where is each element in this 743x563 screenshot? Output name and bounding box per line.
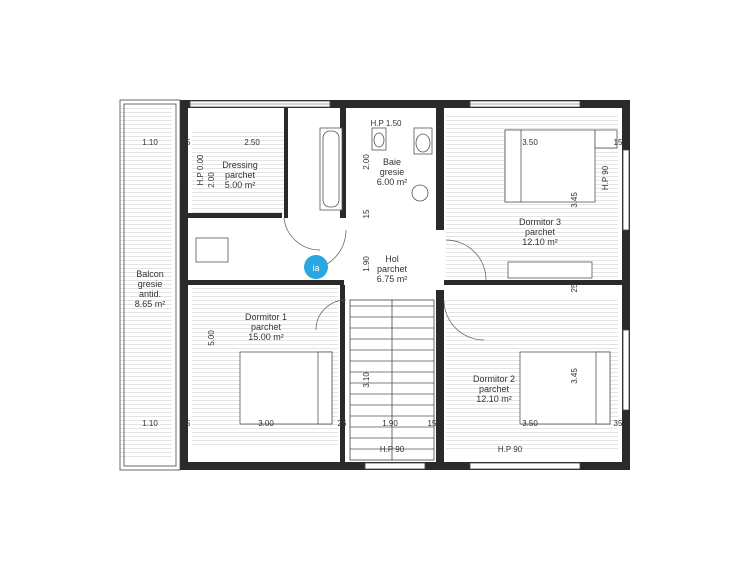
dim-350-top: 3.50 [522, 138, 538, 147]
dim-35: 35 [614, 419, 623, 428]
interior-walls [180, 100, 622, 462]
dim-15-bottom-left: 15 [182, 419, 191, 428]
room-dormitor2-name: Dormitor 2 [473, 374, 515, 384]
dim-345-top: 3.45 [570, 192, 579, 208]
dim-hp000: H.P 0.00 [196, 154, 205, 186]
doors [283, 217, 487, 341]
dim-345-bottom: 3.45 [570, 368, 579, 384]
dim-15-top-left: 15 [182, 138, 191, 147]
dim-hp90-bottom-right: H.P 90 [498, 445, 523, 454]
room-balcon-finish2: antid. [139, 289, 161, 299]
room-dormitor3-area: 12.10 m² [522, 237, 558, 247]
room-dormitor3-name: Dormitor 3 [519, 217, 561, 227]
dim-hp90-right: H.P 90 [601, 165, 610, 190]
dim-110-top: 1.10 [142, 138, 158, 147]
room-balcon-finish: gresie [138, 279, 163, 289]
dim-25-right: 25 [570, 283, 579, 292]
room-hol-area: 6.75 m² [377, 274, 408, 284]
svg-text:ia: ia [312, 263, 319, 273]
room-baie-finish: gresie [380, 167, 405, 177]
room-baie-name: Baie [383, 157, 401, 167]
furniture [195, 129, 618, 425]
dim-15-bottom-mid: 15 [428, 419, 437, 428]
staircase [349, 299, 435, 461]
dim-hp150: H.P 1.50 [371, 119, 403, 128]
room-dressing-finish: parchet [225, 170, 256, 180]
dim-25-bottom: 25 [338, 419, 347, 428]
dimension-labels: H.P 1.50 1.10 15 2.50 3.50 15 H.P 0.00 2… [142, 119, 623, 454]
room-dormitor1-area: 15.00 m² [248, 332, 284, 342]
room-hol-name: Hol [385, 254, 399, 264]
dim-190-horizontal: 1.90 [382, 419, 398, 428]
room-dressing-name: Dressing [222, 160, 258, 170]
dim-200-bath: 2.00 [362, 154, 371, 170]
room-hol-finish: parchet [377, 264, 408, 274]
bathroom-fixtures [319, 127, 433, 211]
room-baie-area: 6.00 m² [377, 177, 408, 187]
room-balcon-name: Balcon [136, 269, 164, 279]
room-dormitor1-name: Dormitor 1 [245, 312, 287, 322]
dim-200-dressing: 2.00 [207, 172, 216, 188]
dim-350-bottom: 3.50 [522, 419, 538, 428]
dim-190-vertical: 1.90 [362, 256, 371, 272]
room-dormitor2-finish: parchet [479, 384, 510, 394]
room-dormitor1-finish: parchet [251, 322, 282, 332]
dim-500: 5.00 [207, 330, 216, 346]
dim-300: 3.00 [258, 419, 274, 428]
dim-hp90-bottom-left: H.P 90 [380, 445, 405, 454]
dim-15-hall: 15 [362, 209, 371, 218]
room-dormitor2-area: 12.10 m² [476, 394, 512, 404]
windows [189, 100, 630, 470]
room-dormitor3-finish: parchet [525, 227, 556, 237]
dim-110-bottom: 1.10 [142, 419, 158, 428]
dim-250: 2.50 [244, 138, 260, 147]
dim-15-top-right: 15 [614, 138, 623, 147]
room-balcon-area: 8.65 m² [135, 299, 166, 309]
room-dressing-area: 5.00 m² [225, 180, 256, 190]
room-labels: Dressing parchet 5.00 m² Baie gresie 6.0… [135, 157, 561, 404]
watermark-logo: ia [304, 255, 328, 279]
dim-310: 3.10 [362, 372, 371, 388]
